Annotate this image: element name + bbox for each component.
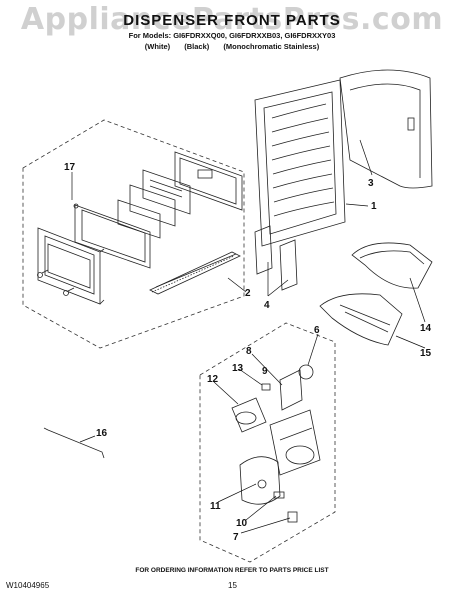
callout-7: 7 — [233, 532, 239, 543]
page-title: DISPENSER FRONT PARTS — [123, 12, 341, 29]
part-actuator-assembly — [261, 364, 314, 411]
part-screws — [37, 269, 75, 296]
ordering-note: FOR ORDERING INFORMATION REFER TO PARTS … — [135, 567, 329, 574]
part-front-panel — [37, 227, 105, 305]
callout-14: 14 — [420, 323, 432, 334]
part-control-boards — [117, 169, 191, 239]
callout-10: 10 — [236, 518, 248, 529]
part-control-housing — [174, 151, 243, 211]
part-drip-tray — [351, 242, 433, 289]
page-number: 15 — [228, 581, 237, 590]
model-list: For Models: GI6FDRXXQ00, GI6FDRXXB03, GI… — [128, 31, 336, 40]
part-gear-cover — [239, 456, 281, 505]
part-control-frame — [73, 203, 151, 269]
part-wire-harness — [43, 427, 105, 459]
part-dispenser-housing — [254, 79, 346, 247]
callout-16: 16 — [96, 428, 108, 439]
callout-2: 2 — [245, 288, 251, 299]
dashed-group-left — [22, 119, 245, 349]
document-id: W10404965 — [6, 581, 50, 590]
color-variants: (White) (Black) (Monochromatic Stainless… — [0, 42, 464, 51]
callout-6: 6 — [314, 325, 320, 336]
variant-black: (Black) — [184, 42, 210, 51]
callout-3: 3 — [368, 178, 374, 189]
part-side-cover — [339, 69, 433, 189]
callout-15: 15 — [420, 348, 432, 359]
part-light-strip — [149, 251, 241, 295]
part-tray-grille — [319, 293, 403, 346]
part-switch-bracket — [231, 397, 267, 433]
callout-13: 13 — [232, 363, 244, 374]
variant-white: (White) — [144, 42, 171, 51]
callout-12: 12 — [207, 374, 219, 385]
callout-9: 9 — [262, 366, 268, 377]
dashed-group-lower — [199, 322, 336, 563]
variant-stainless: (Monochromatic Stainless) — [223, 42, 320, 51]
callout-8: 8 — [246, 346, 252, 357]
callout-4: 4 — [264, 300, 270, 311]
callout-labels: 17 2 3 1 4 14 15 6 8 13 9 12 16 11 10 7 — [64, 162, 432, 543]
part-connectors — [273, 491, 298, 523]
watermark: AppliancePartsPros.com — [20, 2, 444, 37]
part-motor-body — [269, 409, 321, 476]
callout-17: 17 — [64, 162, 76, 173]
leader-lines — [71, 139, 426, 534]
callout-1: 1 — [371, 201, 377, 212]
part-pads — [254, 225, 298, 291]
callout-11: 11 — [210, 501, 221, 512]
